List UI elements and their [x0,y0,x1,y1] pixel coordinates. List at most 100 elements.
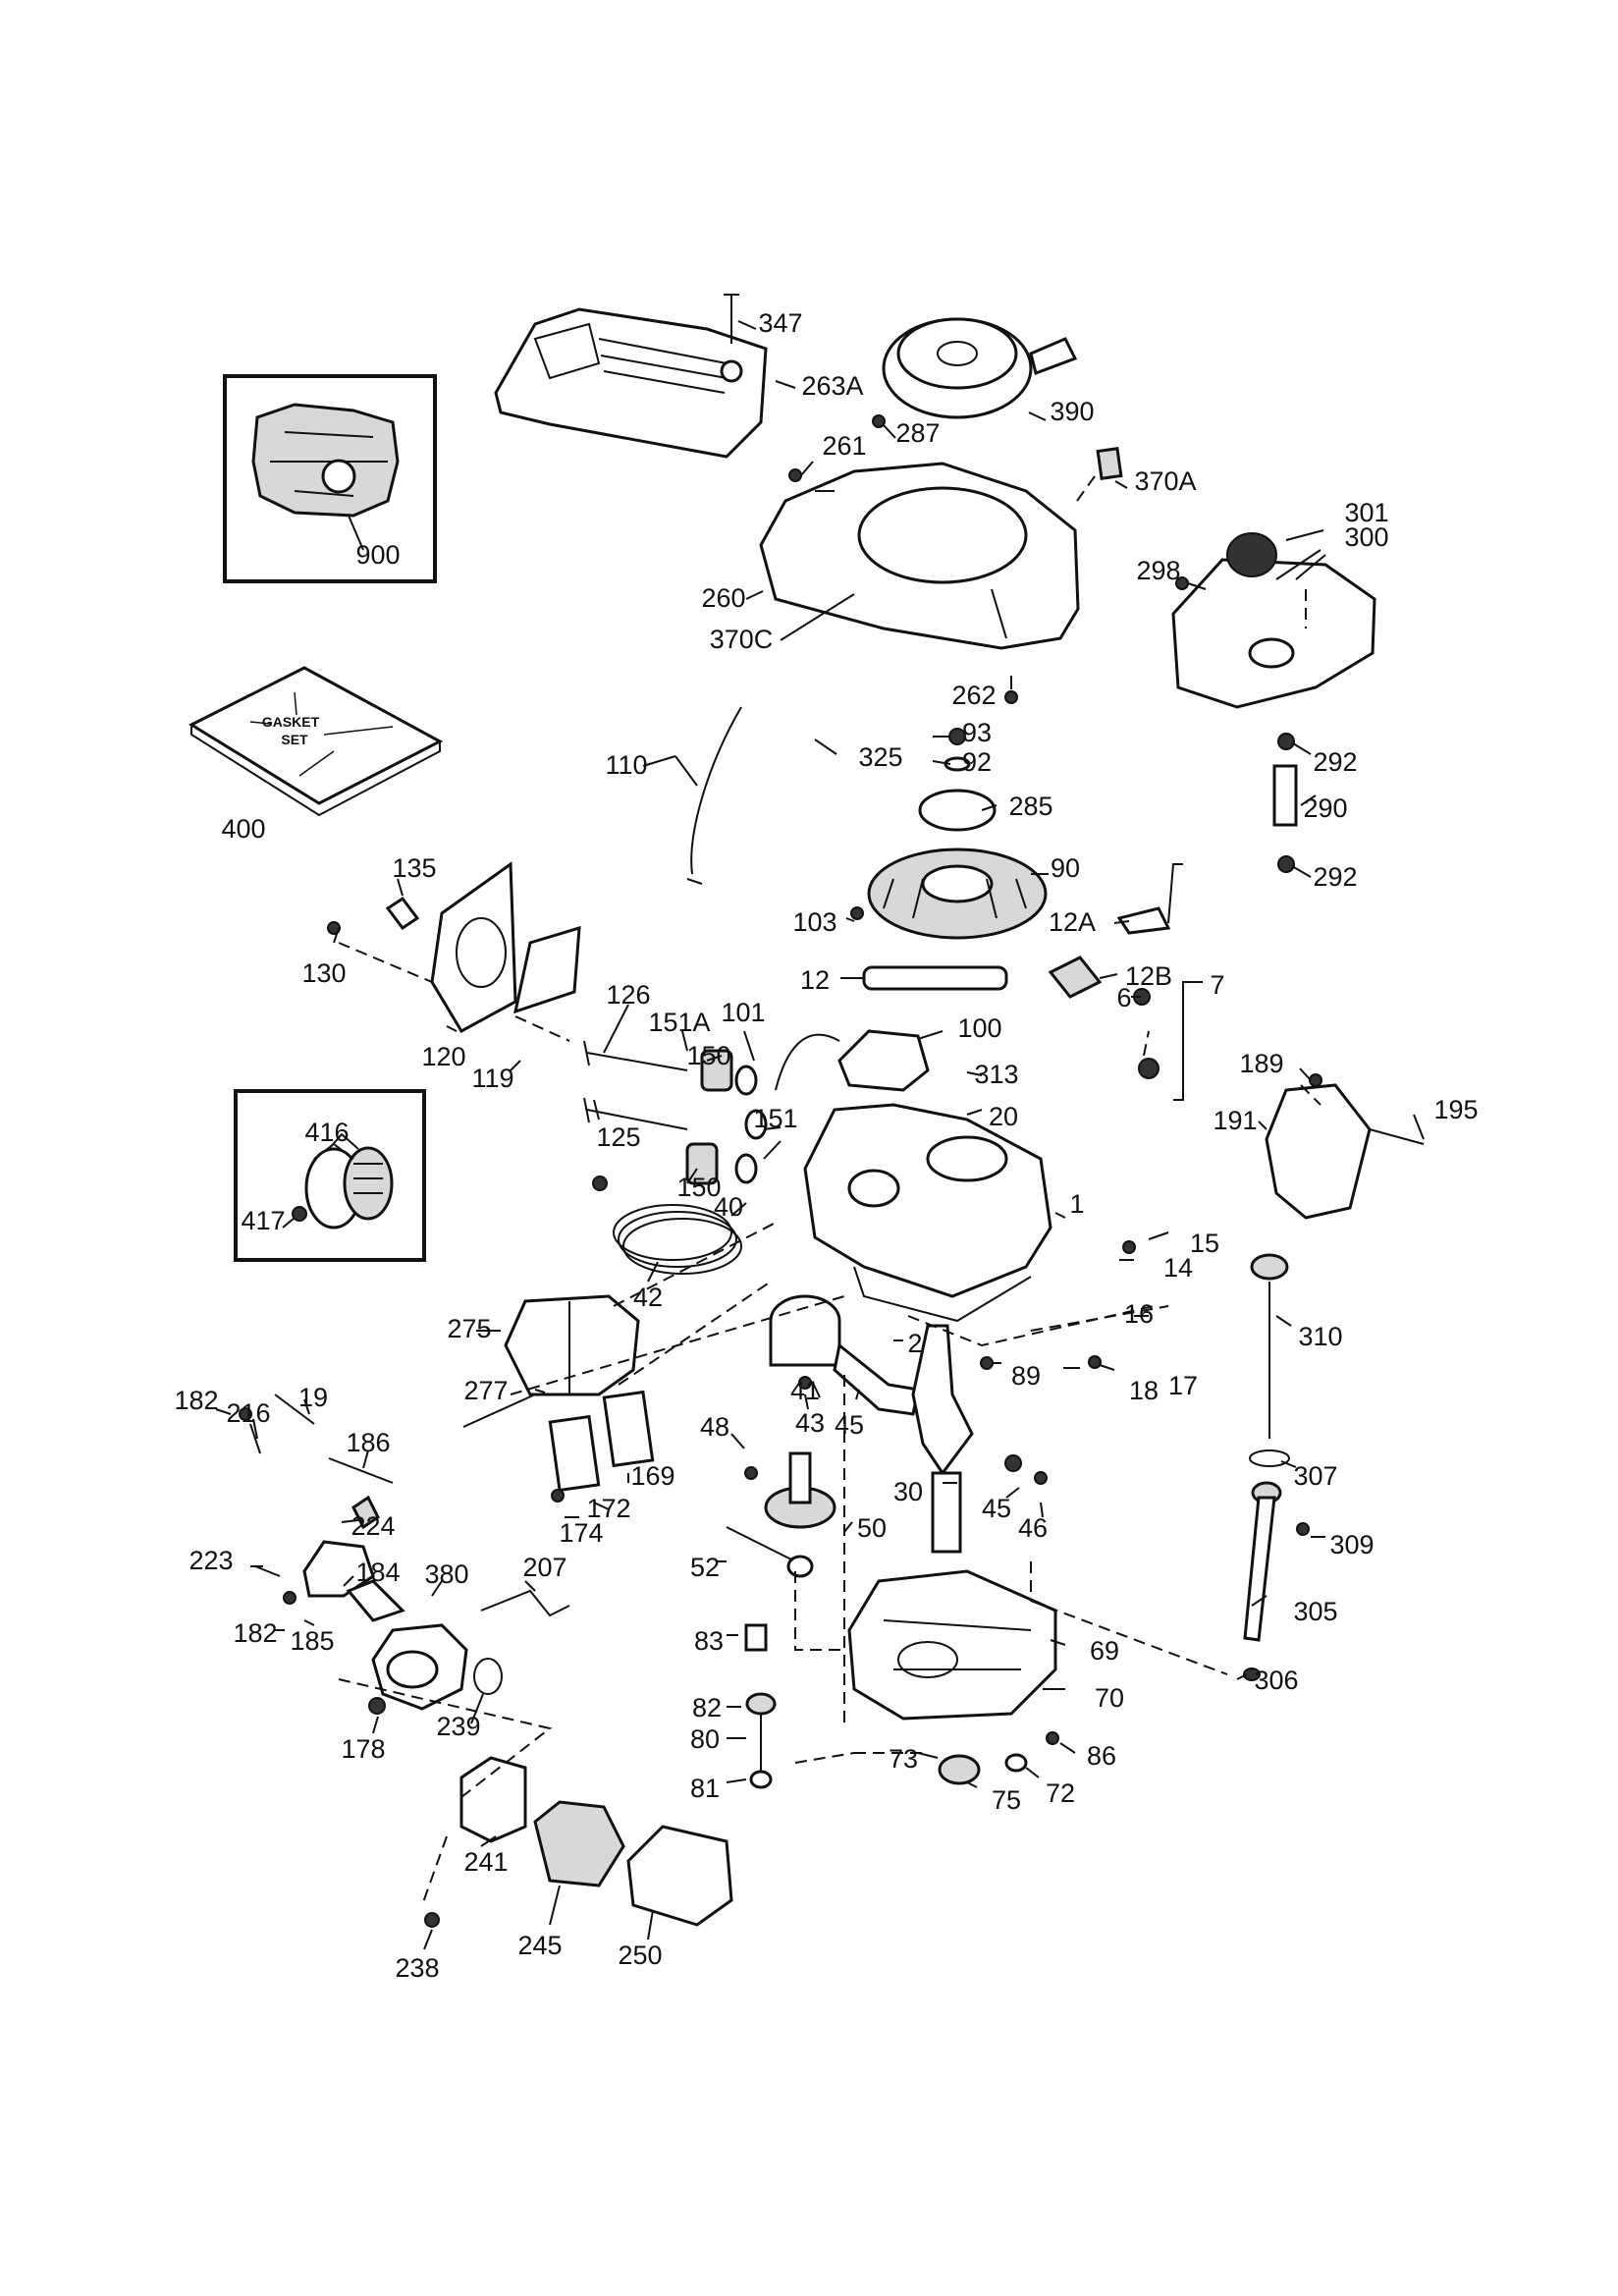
part-label-90: 90 [1051,853,1080,883]
part-label-347: 347 [758,308,802,338]
part-label-313: 313 [974,1060,1018,1089]
part-label-12B: 12B [1125,961,1172,991]
part-label-110: 110 [605,750,647,780]
inset-box-900 [223,374,437,583]
part-label-245: 245 [517,1931,562,1960]
fuel-tank-300 [1171,532,1376,873]
part-label-150a: 150 [686,1041,730,1070]
piston-rings-42 [613,1204,742,1275]
part-label-305: 305 [1293,1597,1337,1626]
part-label-16: 16 [1124,1299,1154,1329]
carburetor-380 [371,1623,468,1711]
part-label-287: 287 [895,418,940,448]
part-label-19: 19 [298,1383,328,1412]
flywheel-assembly [867,728,1048,940]
inset-box-416-417 [234,1089,426,1262]
part-label-262: 262 [951,681,996,710]
part-label-103: 103 [792,907,836,937]
part-label-12A: 12A [1049,907,1096,937]
part-label-370A: 370A [1134,466,1196,496]
part-label-238: 238 [395,1953,439,1983]
gasket-set: GASKET SET [188,666,444,817]
part-label-6: 6 [1116,983,1131,1012]
part-label-417: 417 [241,1206,285,1235]
part-label-261: 261 [822,431,866,461]
gasket-172 [548,1414,601,1493]
part-label-69: 69 [1090,1636,1119,1666]
dipstick-tube-305 [1243,1481,1282,1642]
part-label-20: 20 [989,1102,1018,1131]
valve-126 [583,1040,688,1071]
part-83 [744,1623,768,1652]
part-label-45a: 45 [835,1410,864,1440]
gasket-set-line1: GASKET [262,714,320,730]
part-label-130: 130 [301,958,346,988]
part-label-182a: 182 [174,1386,218,1415]
part-label-292a: 292 [1313,747,1357,777]
part-label-307: 307 [1293,1461,1337,1491]
part-label-151: 151 [753,1104,797,1133]
valve-springs [685,1049,768,1185]
part-label-186: 186 [346,1428,390,1457]
part-label-86: 86 [1087,1741,1116,1771]
small-fasteners [239,414,1322,1928]
part-label-18: 18 [1129,1376,1159,1405]
dipstick-310 [1250,1253,1289,1439]
part-labels: 347263A390287261370A301300298900260370C2… [174,308,1478,1983]
part-label-390: 390 [1050,397,1094,426]
link-216 [249,1423,261,1454]
part-label-12: 12 [800,965,830,995]
part-label-298: 298 [1136,556,1180,585]
oring-307 [1249,1449,1290,1467]
part-label-260: 260 [701,583,745,613]
part-label-172: 172 [586,1494,630,1523]
part-label-174: 174 [559,1518,603,1548]
gasket-set-line2: SET [281,732,308,747]
part-label-184: 184 [355,1558,400,1587]
connector-12B [1048,956,1103,999]
spark-plug-135 [385,896,420,931]
head-gasket-119 [512,925,581,1014]
part-label-89: 89 [1011,1361,1041,1391]
part-label-301: 301 [1344,498,1388,527]
part-label-191: 191 [1213,1106,1257,1135]
washer-72 [1004,1753,1028,1773]
part-label-15: 15 [1190,1229,1219,1258]
cover-263A [494,307,768,459]
gear-82 [745,1692,777,1716]
bolt-277 [462,1394,536,1428]
valve-125 [583,1097,688,1130]
washer-306 [1243,1667,1261,1681]
leader-lines [215,320,1425,1950]
part-label-82: 82 [692,1693,722,1722]
part-label-241: 241 [463,1847,508,1877]
part-label-41: 41 [790,1376,820,1405]
filter-245 [533,1800,625,1887]
part-label-900: 900 [355,540,400,570]
part-label-416: 416 [304,1118,349,1147]
link-186 [328,1457,394,1484]
part-label-309: 309 [1329,1530,1374,1559]
part-label-46: 46 [1018,1513,1048,1543]
dashed-leaders [338,475,1321,1906]
governor-191 [1265,1083,1425,1220]
part-label-224: 224 [351,1511,395,1541]
muffler-275 [504,1294,640,1396]
part-label-81: 81 [690,1774,720,1803]
connecting-rod-45 [833,1342,920,1416]
part-label-182b: 182 [233,1618,277,1648]
part-label-263A: 263A [801,371,863,401]
part-label-285: 285 [1008,792,1052,821]
part-label-7: 7 [1210,970,1224,1000]
part-label-239: 239 [436,1712,480,1741]
crankshaft-30 [911,1324,974,1554]
part-label-185: 185 [290,1626,334,1656]
part-label-14: 14 [1163,1253,1193,1283]
part-label-400: 400 [221,814,265,844]
cover-250 [626,1825,733,1927]
part-label-101: 101 [721,998,765,1027]
gasket-169 [602,1390,655,1468]
part-label-17: 17 [1168,1371,1198,1400]
part-label-223: 223 [189,1546,233,1575]
ignition-lead-110 [686,706,742,885]
